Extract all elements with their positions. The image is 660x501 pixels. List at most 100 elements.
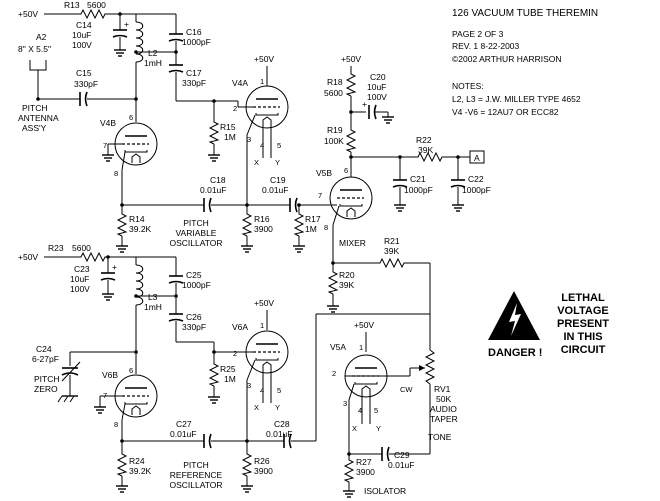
- c18-ref: C18: [210, 175, 226, 185]
- r20-value: 39K: [339, 280, 354, 290]
- c28-value: 0.01uF: [266, 429, 292, 439]
- trimmer-arrow-icon: [61, 361, 81, 382]
- r15-ref: R15: [220, 122, 236, 132]
- c15-ref: C15: [76, 68, 92, 78]
- pitch-ref-label-1: PITCH: [183, 460, 209, 470]
- c17-value: 330pF: [182, 78, 206, 88]
- v5a-pin3: 3: [343, 399, 347, 408]
- pitch-var-label-3: OSCILLATOR: [169, 238, 222, 248]
- ref-supply-label: +50V: [18, 252, 38, 262]
- r21-ref: R21: [384, 236, 400, 246]
- c26-value: 330pF: [182, 322, 206, 332]
- v5a-pin2: 2: [332, 369, 336, 378]
- r15-value: 1M: [224, 132, 236, 142]
- c20-value: 10uF: [367, 82, 386, 92]
- c20-polarity: +: [362, 99, 367, 109]
- danger-label: DANGER !: [488, 347, 542, 359]
- lightning-bolt-icon: [509, 303, 521, 336]
- c27-ref: C27: [176, 419, 192, 429]
- mixer-stage: +50V R18 5600 + C20 10uF 100V R19 100K V…: [316, 54, 491, 315]
- v4b-pin7: 7: [103, 141, 107, 150]
- c27-value: 0.01uF: [170, 429, 196, 439]
- pitch-variable-oscillator: +50V R13 5600 + C14 10uF 100V L2 1mH C16…: [18, 0, 332, 253]
- c14-ref: C14: [76, 20, 92, 30]
- rv1-ref: RV1: [434, 384, 451, 394]
- r27-ref: R27: [356, 457, 372, 467]
- revision: REV. 1 8-22-2003: [452, 41, 520, 51]
- l3-ref: L3: [148, 292, 158, 302]
- c19-value: 0.01uF: [262, 185, 288, 195]
- rv1-cw: CW: [400, 385, 413, 394]
- r22-value: 39K: [418, 145, 433, 155]
- r13-ref: R13: [64, 0, 80, 10]
- l3-value: 1mH: [144, 302, 162, 312]
- v6a-y: Y: [275, 403, 280, 412]
- warning-line-2: VOLTAGE: [557, 305, 609, 317]
- output-label: A: [474, 153, 480, 163]
- v4b-pin6: 6: [129, 113, 133, 122]
- c21-value: 1000pF: [404, 185, 433, 195]
- r18-ref: R18: [327, 77, 343, 87]
- antenna-size: 8" X 5.5": [18, 44, 51, 54]
- v5b-pin7: 7: [318, 191, 322, 200]
- r14-ref: R14: [129, 214, 145, 224]
- c23-polarity: +: [112, 262, 117, 272]
- c23-ref: C23: [74, 264, 90, 274]
- notes-line-2: V4 -V6 = 12AU7 OR ECC82: [452, 107, 559, 117]
- v5b-ref: V5B: [316, 168, 332, 178]
- rv1-value: 50K: [436, 394, 451, 404]
- c16-ref: C16: [186, 27, 202, 37]
- rv1-desc-2: TAPER: [430, 414, 458, 424]
- pitch-reference-oscillator: +50V R23 5600 + C23 10uF 100V L3 1mH C25…: [18, 243, 430, 493]
- tone-label: TONE: [428, 432, 452, 442]
- c22-value: 1000pF: [462, 185, 491, 195]
- v5b-pin8: 8: [324, 223, 328, 232]
- c14-rating: 100V: [72, 40, 92, 50]
- rv1-desc-1: AUDIO: [430, 404, 457, 414]
- v5a-pin4: 4: [358, 406, 362, 415]
- warning-line-1: LETHAL: [561, 292, 605, 304]
- lethal-voltage-warning: DANGER ! LETHAL VOLTAGE PRESENT IN THIS …: [488, 291, 609, 359]
- pitch-var-label-1: PITCH: [183, 218, 209, 228]
- warning-line-5: CIRCUIT: [561, 344, 606, 356]
- c28-ref: C28: [274, 419, 290, 429]
- c18-value: 0.01uF: [200, 185, 226, 195]
- v6a-x: X: [254, 403, 259, 412]
- v4a-y: Y: [275, 158, 280, 167]
- c15-value: 330pF: [74, 79, 98, 89]
- pitch-ref-label-3: OSCILLATOR: [169, 480, 222, 490]
- v5a-supply: +50V: [354, 320, 374, 330]
- r25-ref: R25: [220, 364, 236, 374]
- schematic-title: 126 VACUUM TUBE THEREMIN: [452, 8, 598, 19]
- r16-value: 3900: [254, 224, 273, 234]
- mixer-label: MIXER: [339, 238, 366, 248]
- v6b-pin6: 6: [129, 366, 133, 375]
- c23-rating: 100V: [70, 284, 90, 294]
- c25-ref: C25: [186, 270, 202, 280]
- v5a-ref: V5A: [330, 342, 346, 352]
- v6b-ref: V6B: [102, 370, 118, 380]
- r23-ref: R23: [48, 243, 64, 253]
- v4a-ref: V4A: [232, 78, 248, 88]
- antenna-desc-2: ANTENNA: [18, 113, 59, 123]
- v6a-pin4: 4: [260, 386, 264, 395]
- r25-value: 1M: [224, 374, 236, 384]
- v4a-x: X: [254, 158, 259, 167]
- v4b-ref: V4B: [100, 118, 116, 128]
- v4a-pin4: 4: [260, 141, 264, 150]
- c20-ref: C20: [370, 72, 386, 82]
- c25-value: 1000pF: [182, 280, 211, 290]
- rv1-potentiometer: [424, 349, 436, 385]
- v4a-pin1: 1: [260, 77, 264, 86]
- v5a-pin5: 5: [374, 406, 378, 415]
- c22-ref: C22: [468, 174, 484, 184]
- v6b-pin8: 8: [114, 420, 118, 429]
- c26-ref: C26: [186, 312, 202, 322]
- v4a-pin2: 2: [233, 104, 237, 113]
- c17-ref: C17: [186, 68, 202, 78]
- pitch-zero-label-2: ZERO: [34, 384, 58, 394]
- c24-ref: C24: [36, 344, 52, 354]
- c19-ref: C19: [270, 175, 286, 185]
- v6a-pin3: 3: [247, 381, 251, 390]
- c20-rating: 100V: [367, 92, 387, 102]
